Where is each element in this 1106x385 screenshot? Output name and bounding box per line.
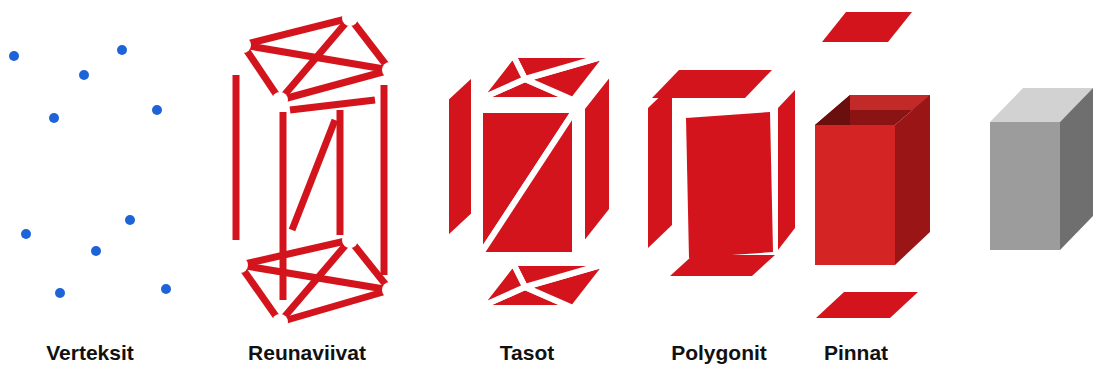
polygon-piece	[652, 70, 772, 98]
edge-bar	[337, 110, 344, 235]
polygon-piece	[778, 90, 795, 250]
polygon-piece	[670, 255, 775, 276]
vertex-dot	[91, 246, 101, 256]
polygon-piece	[648, 85, 672, 248]
vertex-dot	[21, 229, 31, 239]
edge-bar	[280, 112, 287, 300]
box-side	[1060, 88, 1093, 250]
face-plane	[478, 263, 525, 308]
polygon-pieces	[648, 70, 795, 276]
vertex-dot	[55, 288, 65, 298]
edge-bar	[290, 100, 375, 110]
face-plane	[478, 55, 525, 100]
vertex-dot	[125, 215, 135, 225]
part-label: Verteksit	[46, 340, 134, 365]
edge-wireframe	[236, 18, 390, 322]
polygon-piece	[686, 112, 773, 258]
face-planes	[446, 55, 612, 308]
edge-bar	[280, 240, 350, 322]
face-plane	[480, 110, 575, 255]
vertex-dot	[117, 45, 127, 55]
part-label: Polygonit	[671, 340, 767, 365]
surface-bottom	[816, 292, 918, 318]
surface-lid	[822, 12, 912, 42]
face-plane	[446, 72, 474, 241]
surface-side	[895, 95, 930, 265]
edge-bar	[292, 120, 335, 230]
edge-bar	[381, 85, 388, 275]
part-label: Pinnat	[824, 340, 888, 365]
edge-bar	[233, 75, 240, 240]
face-plane	[513, 263, 608, 287]
face-plane	[582, 70, 612, 248]
surface-box	[815, 12, 930, 318]
face-plane	[480, 110, 575, 255]
edge-bar	[280, 18, 350, 100]
vertex-dot	[152, 105, 162, 115]
face-plane	[513, 55, 608, 79]
part-label: Reunaviivat	[248, 340, 366, 365]
solid-box	[990, 88, 1093, 250]
edge-gaps	[232, 10, 398, 330]
surface-front	[815, 125, 895, 265]
box-front	[990, 122, 1060, 250]
vertex-dot	[49, 113, 59, 123]
vertex-points	[9, 45, 171, 298]
vertex-dot	[161, 284, 171, 294]
vertex-dot	[79, 70, 89, 80]
part-label: Tasot	[500, 340, 554, 365]
vertex-dot	[9, 51, 19, 61]
